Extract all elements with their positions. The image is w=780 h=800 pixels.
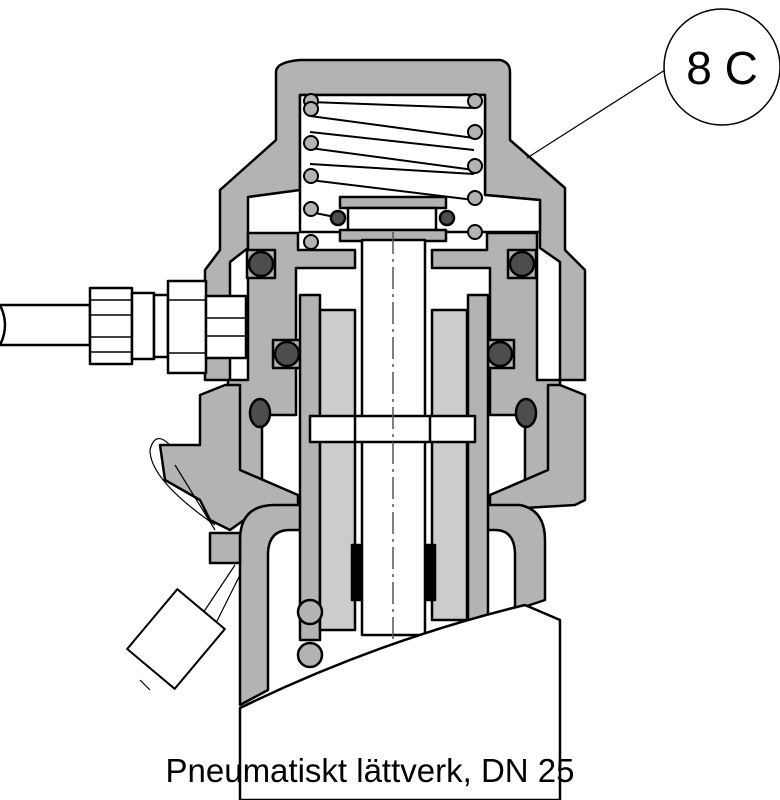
o-ring-right-top xyxy=(508,250,536,278)
o-ring-left-low xyxy=(248,397,272,429)
o-ring-left-mid xyxy=(273,340,301,368)
hex-fitting xyxy=(166,279,208,375)
callout-leader xyxy=(526,69,666,159)
seal-right xyxy=(423,543,437,602)
spring xyxy=(309,101,475,219)
break-line xyxy=(238,603,562,800)
spring-plate-mid xyxy=(346,206,438,232)
guide-sleeve-right xyxy=(466,293,490,622)
spring-wire-lower xyxy=(296,598,324,626)
spring-plate-top xyxy=(338,195,448,210)
pipe-collar xyxy=(152,293,170,359)
switch-pin xyxy=(208,531,242,565)
switch-wire xyxy=(139,438,241,691)
o-ring-right-mid xyxy=(486,340,514,368)
guide-sleeve-left xyxy=(298,293,322,642)
pneumatic-pipe xyxy=(0,303,92,347)
threaded-fitting xyxy=(204,294,248,360)
o-ring-small-left xyxy=(329,209,347,227)
lower-body-right xyxy=(488,383,587,512)
spring-wire-sections xyxy=(303,93,483,250)
pipe-union xyxy=(130,291,156,361)
seal-left xyxy=(350,543,364,602)
drawing-caption: Pneumatiskt lättverk, DN 25 xyxy=(165,752,575,789)
bushing-left xyxy=(318,308,357,632)
o-ring-small-right xyxy=(438,209,456,227)
callout-circle xyxy=(663,8,780,126)
o-ring-right-low xyxy=(514,397,538,429)
position-sensor xyxy=(126,588,226,690)
spring-wire-lower2 xyxy=(296,641,324,669)
o-ring-left-top xyxy=(247,250,275,278)
callout-label: 8 C xyxy=(686,42,758,94)
bushing-right xyxy=(430,308,469,622)
